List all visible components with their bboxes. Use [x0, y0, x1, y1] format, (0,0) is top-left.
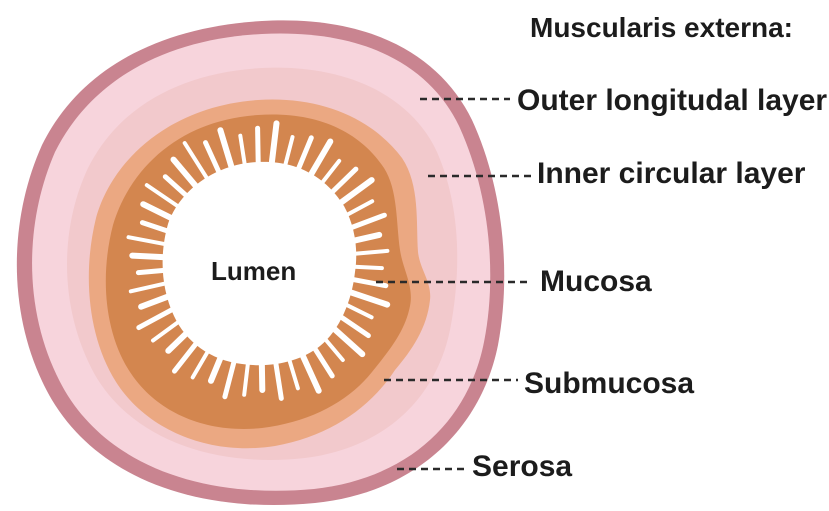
outer-longitudinal-label: Outer longitudal layer — [517, 84, 827, 117]
mucosa-label: Mucosa — [540, 265, 652, 298]
lumen-label: Lumen — [211, 256, 296, 286]
villus — [132, 256, 178, 258]
inner-circular-label: Inner circular layer — [537, 157, 806, 190]
villus — [258, 128, 259, 174]
villus — [138, 269, 178, 273]
muscularis-externa-heading: Muscularis externa: — [530, 12, 793, 43]
villus — [262, 350, 263, 390]
serosa-label: Serosa — [472, 450, 572, 483]
submucosa-label: Submucosa — [524, 367, 694, 400]
villus — [342, 266, 382, 268]
